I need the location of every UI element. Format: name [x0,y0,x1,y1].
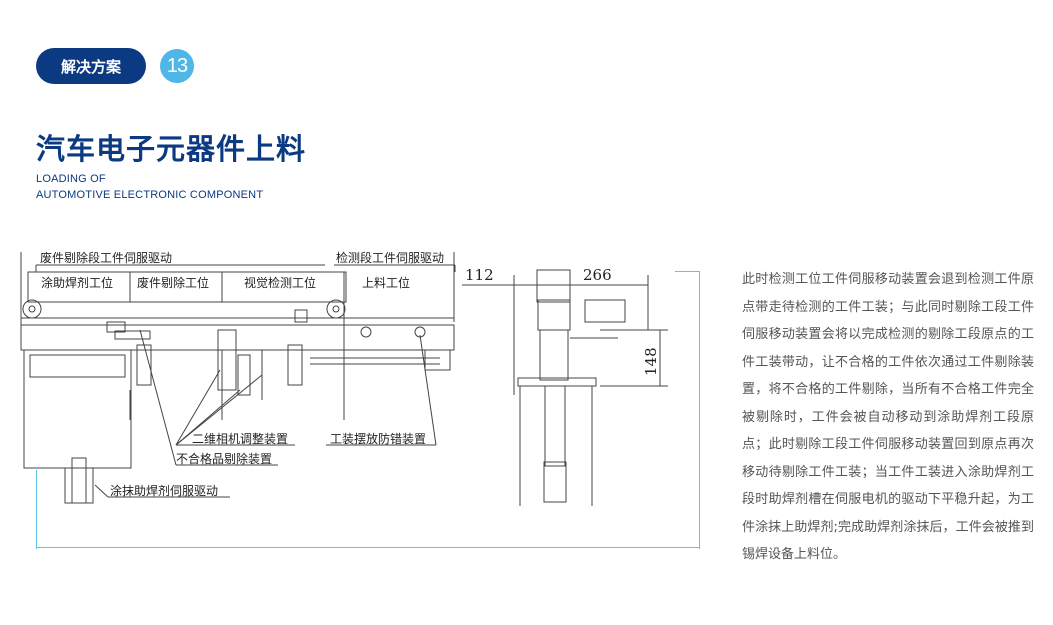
page-title: 汽车电子元器件上料 [36,132,307,166]
label-station-flux: 涂助焊剂工位 [41,275,113,290]
dimension-112: 112 [465,266,494,284]
drawing-frame-bottom [36,470,37,549]
label-inspect-servo: 检测段工件伺服驱动 [336,250,444,265]
label-station-reject: 废件剔除工位 [137,275,209,290]
page-number-badge: 13 [160,49,194,83]
subtitle-line-2: AUTOMOTIVE ELECTRONIC COMPONENT [36,189,264,201]
subtitle-line-1: LOADING OF [36,173,106,185]
drawing-frame-right [675,271,700,549]
description-paragraph: 此时检测工位工件伺服移动装置会退到检测工件原点带走待检测的工件工装；与此同时剔除… [742,272,1034,562]
label-fixture-guard: 工装摆放防错装置 [330,431,426,446]
section-badge: 解决方案 [36,48,146,84]
drawing-frame [36,547,700,548]
label-station-load: 上料工位 [362,275,410,290]
label-flux-servo: 涂抹助焊剂伺服驱动 [110,483,218,498]
dimension-148: 148 [642,347,660,376]
label-reject-servo: 废件剔除段工件伺服驱动 [40,250,172,265]
label-reject-device: 不合格品剔除装置 [176,451,272,466]
label-station-vision: 视觉检测工位 [244,275,316,290]
dimension-266: 266 [583,266,612,284]
label-camera-adjust: 二维相机调整装置 [192,431,288,446]
